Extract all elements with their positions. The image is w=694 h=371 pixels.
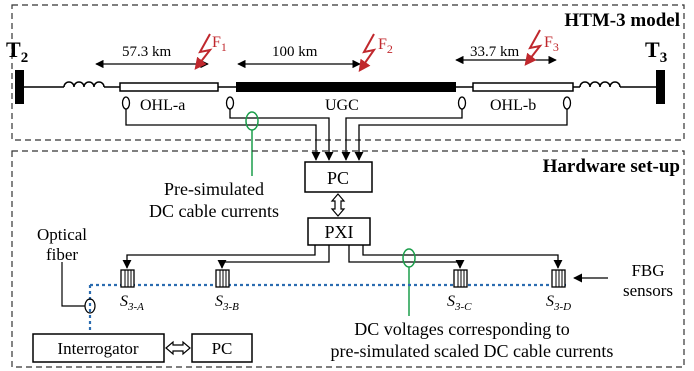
fault-f3-label: F3 xyxy=(544,34,559,54)
sensor-3d-label: S3-D xyxy=(546,293,571,313)
fault-f3-icon xyxy=(524,29,543,66)
interrogator-pc-double-arrow xyxy=(165,340,191,356)
fbg-sensor-3c-icon xyxy=(453,269,468,288)
inductor-left xyxy=(63,81,105,88)
fault-f1-icon xyxy=(194,33,213,70)
fbg-sensor-3b-icon xyxy=(215,269,230,288)
fault-f2-icon xyxy=(358,33,377,72)
hardware-setup-panel xyxy=(11,150,685,368)
sensor-3b-label: S3-B xyxy=(215,293,239,313)
pc-box-bottom xyxy=(191,333,253,363)
ohl-a-length-label: 57.3 km xyxy=(122,44,172,60)
interrogator-box xyxy=(32,333,165,363)
terminal-t2-label: T2 xyxy=(6,37,28,66)
fbg-sensors-note-line2: sensors xyxy=(623,281,673,300)
ugc-length-label: 100 km xyxy=(272,44,318,60)
optical-fiber-note-line1: Optical xyxy=(37,225,87,244)
pxi-to-sensor-wires xyxy=(122,245,563,269)
probe-to-pc-wires xyxy=(125,109,568,161)
fault-f2-label: F2 xyxy=(378,36,393,56)
htm3-model-panel xyxy=(11,4,685,141)
current-probe-4 xyxy=(562,96,572,110)
currents-note-line1: Pre-simulated xyxy=(164,179,264,199)
sensor-3c-label: S3-C xyxy=(447,293,472,313)
pc-box-top xyxy=(304,161,373,193)
sensor-3a-label: S3-A xyxy=(120,293,144,313)
current-probe-2 xyxy=(225,96,235,110)
interrogator-label: Interrogator xyxy=(57,339,139,358)
voltages-note-line2: pre-simulated scaled DC cable currents xyxy=(331,341,614,361)
ohl-a-label: OHL-a xyxy=(140,97,185,114)
current-probe-1 xyxy=(121,96,131,110)
pxi-box xyxy=(307,217,371,246)
htm3-model-title: HTM-3 model xyxy=(564,10,680,31)
current-probe-3 xyxy=(457,96,467,110)
ohl-b-segment xyxy=(472,82,574,92)
currents-note-line2: DC cable currents xyxy=(149,201,279,221)
ugc-segment xyxy=(236,82,456,92)
inductor-right xyxy=(579,81,621,88)
fbg-sensors-note-line1: FBG xyxy=(631,261,664,280)
hardware-setup-title: Hardware set-up xyxy=(543,156,680,177)
fault-f1-label: F1 xyxy=(212,34,227,54)
voltages-note-line1: DC voltages corresponding to xyxy=(354,319,569,339)
ohl-b-label: OHL-b xyxy=(490,97,536,114)
ugc-label: UGC xyxy=(325,97,359,114)
currents-annotation-marker xyxy=(245,111,259,131)
optical-fiber-note-line2: fiber xyxy=(46,245,78,264)
terminal-t3-bar xyxy=(656,70,665,104)
fbg-sensor-3a-icon xyxy=(120,269,135,288)
ohl-b-length-label: 33.7 km xyxy=(470,44,520,60)
optical-fiber-leader xyxy=(61,262,85,307)
terminal-t2-bar xyxy=(15,70,24,104)
terminal-t3-label: T3 xyxy=(645,37,667,66)
fbg-sensor-3d-icon xyxy=(551,269,566,288)
pc-box-top-label: PC xyxy=(327,168,349,188)
pc-pxi-double-arrow xyxy=(330,193,346,217)
pc-box-bottom-label: PC xyxy=(212,339,233,358)
pxi-box-label: PXI xyxy=(324,222,353,242)
ohl-a-segment xyxy=(119,82,219,92)
voltages-annotation-marker xyxy=(402,248,416,268)
